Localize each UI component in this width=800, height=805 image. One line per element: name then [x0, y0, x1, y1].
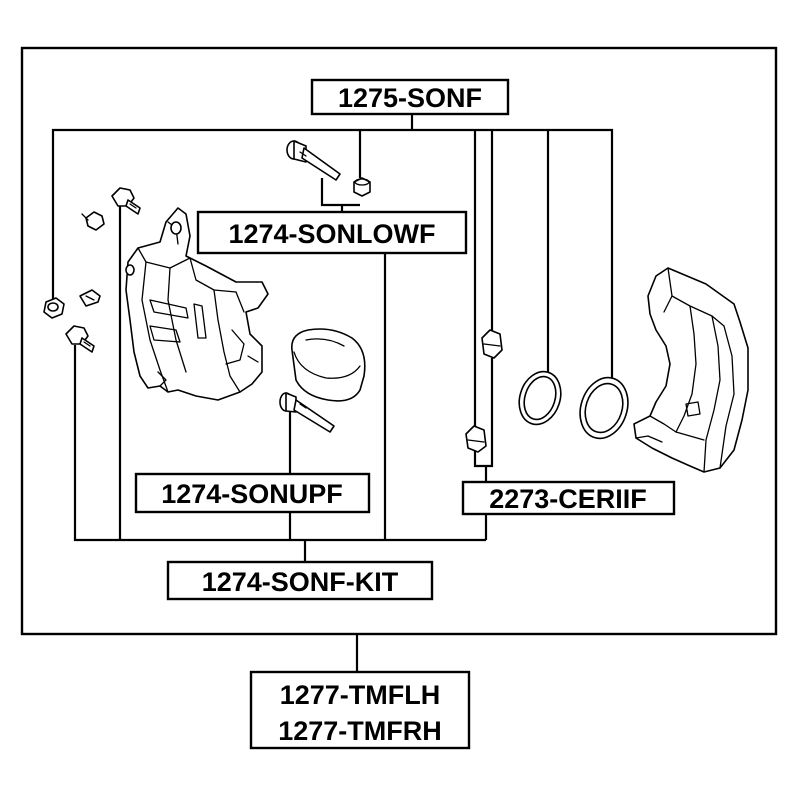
leader-lines [51, 113, 614, 672]
piston-seal-ring-part [518, 370, 562, 426]
guide-pin-top-part [286, 140, 341, 181]
bleeder-screw-part [79, 289, 101, 307]
bleeder-cap-part [81, 211, 105, 231]
small-nut-part [43, 297, 65, 319]
label-carrier-left-text: 1277-TMFLH [280, 680, 441, 710]
label-caliper-assembly-text: 1275-SONF [338, 83, 482, 113]
piston-part [291, 328, 366, 402]
caliper-carrier-part [633, 267, 749, 473]
label-repair-kit-text: 1274-SONF-KIT [202, 567, 399, 597]
caliper-housing-part [125, 207, 269, 401]
guide-pin-lower-part [279, 392, 335, 433]
pin-bushing-part [353, 177, 371, 197]
caliper-bolt-upper-part [111, 187, 141, 215]
label-carriers: 1277-TMFLH 1277-TMFRH [249, 670, 471, 750]
label-piston-seal-kit-text: 2273-CERIIF [489, 484, 647, 514]
label-caliper-assembly: 1275-SONF [310, 78, 510, 116]
label-repair-kit: 1274-SONF-KIT [166, 560, 434, 601]
pin-boot-upper-part [481, 329, 503, 359]
caliper-bolt-lower-part [65, 325, 95, 353]
dust-seal-ring-part [579, 376, 629, 440]
label-upper-guide-pin: 1274-SONUPF [134, 472, 371, 514]
label-lower-guide-pin-text: 1274-SONLOWF [228, 219, 435, 249]
pin-boot-lower-part [465, 425, 487, 453]
label-upper-guide-pin-text: 1274-SONUPF [161, 479, 343, 509]
assembly-frame [20, 46, 778, 636]
label-piston-seal-kit: 2273-CERIIF [461, 480, 676, 516]
label-lower-guide-pin: 1274-SONLOWF [196, 210, 468, 255]
label-carrier-right-text: 1277-TMFRH [278, 716, 442, 746]
